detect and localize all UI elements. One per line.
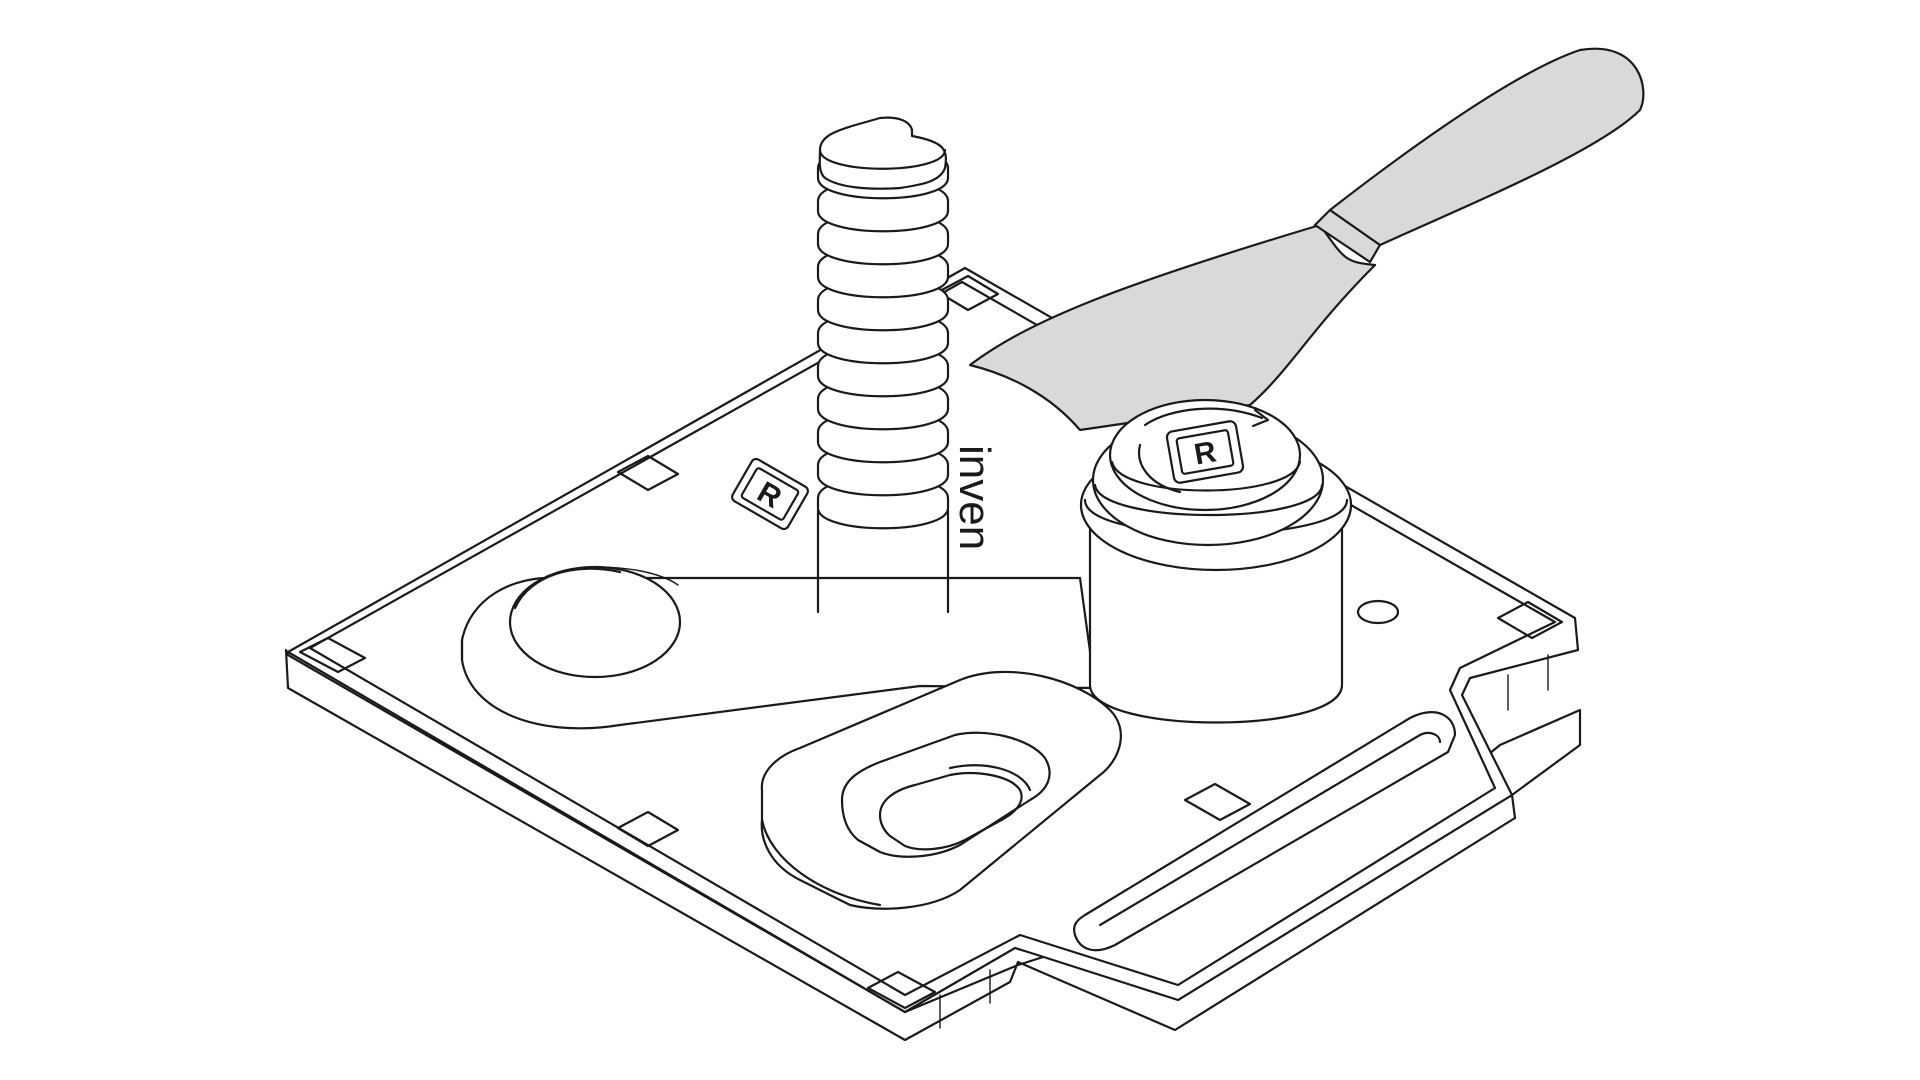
r-logo-icon: R bbox=[1165, 420, 1245, 484]
long-slot bbox=[1073, 711, 1457, 952]
center-slot-pad bbox=[760, 670, 1122, 910]
threaded-screw bbox=[816, 116, 950, 614]
cylinder-boss: R bbox=[1079, 398, 1353, 724]
rotate-arrow-icon bbox=[1137, 407, 1270, 494]
r-logo-icon: R bbox=[731, 457, 809, 531]
screw-head bbox=[818, 116, 947, 190]
left-raised-pad bbox=[460, 565, 1097, 730]
brand-text: inven bbox=[950, 445, 999, 550]
screw-threads bbox=[816, 145, 950, 530]
brand-mark: R inven bbox=[731, 445, 999, 550]
spatula-tool bbox=[968, 47, 1645, 432]
